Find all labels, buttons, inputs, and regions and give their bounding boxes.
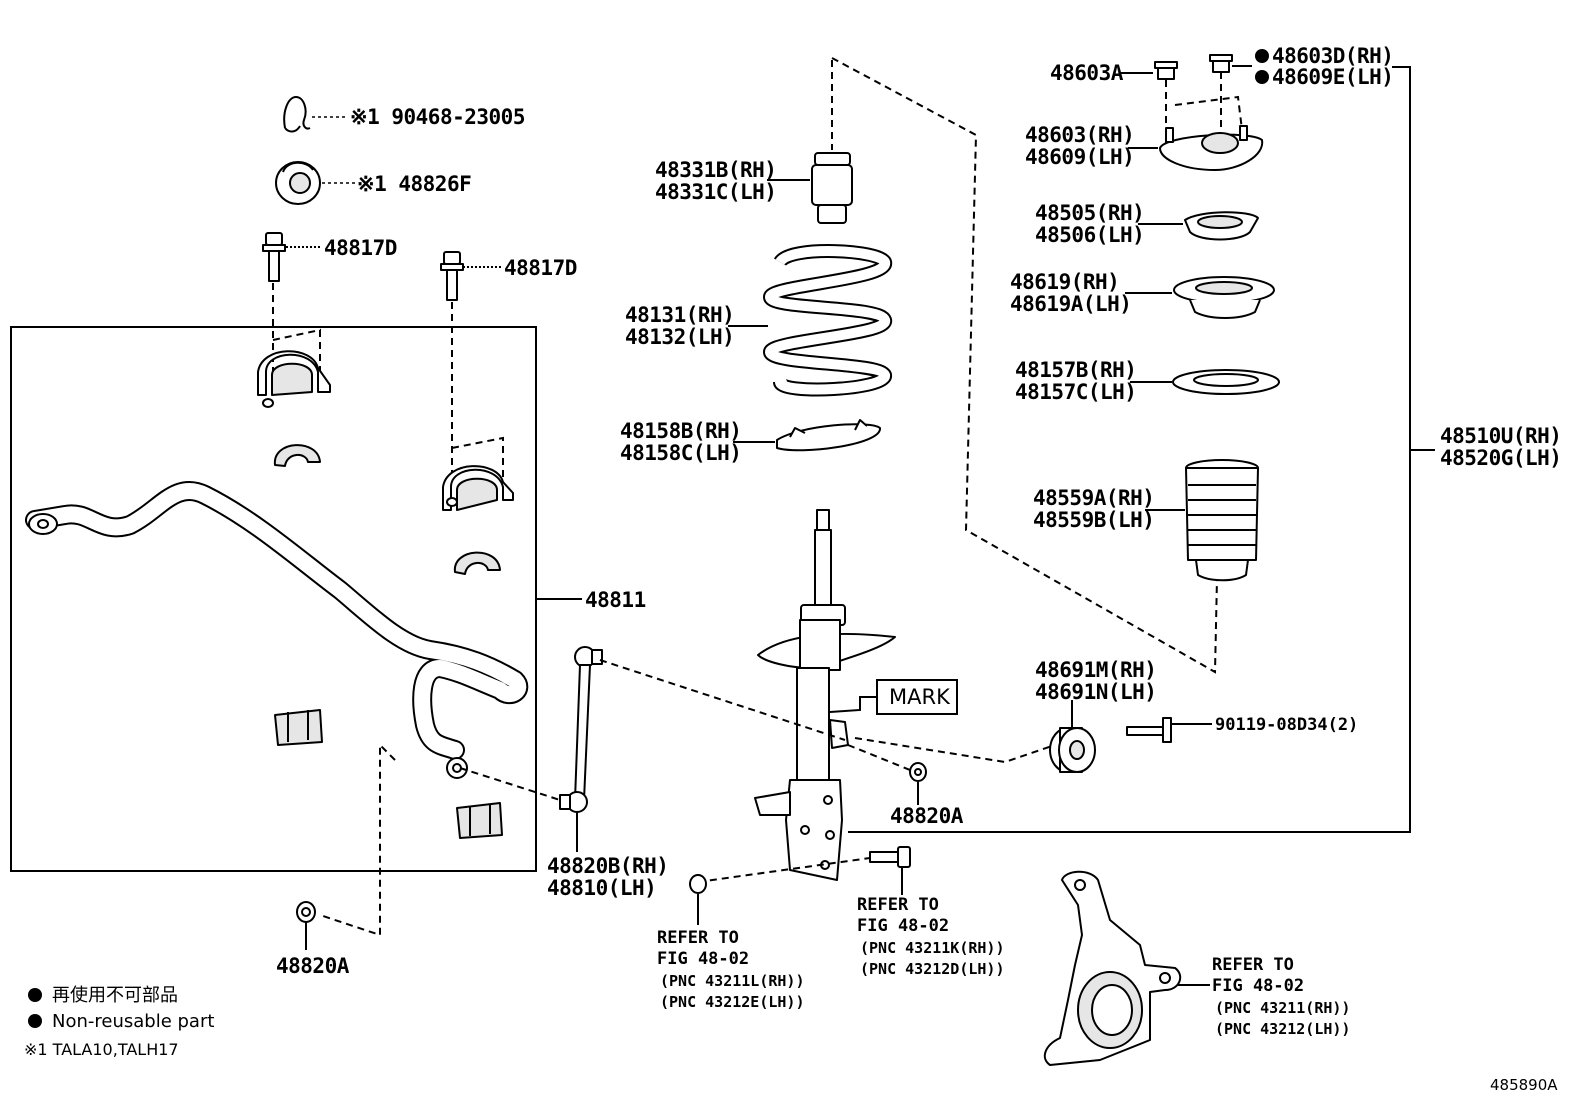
ref3-line4: (PNC 43212(LH)) xyxy=(1215,1020,1350,1038)
label-48603d: 48603D(RH) xyxy=(1272,44,1393,68)
stabilizer-bracket-icon xyxy=(442,465,514,511)
legend-dot-icon xyxy=(28,988,42,1002)
label-48820a-mid: 48820A xyxy=(890,804,964,828)
label-48157b: 48157B(RH) xyxy=(1015,358,1136,382)
coil-spring-icon xyxy=(762,244,892,397)
bolt-icon xyxy=(1126,717,1172,743)
stabilizer-group-box xyxy=(10,326,537,872)
ref3-line3: (PNC 43211(RH)) xyxy=(1215,999,1350,1017)
stabilizer-link-icon xyxy=(559,646,603,813)
label-48158c: 48158C(LH) xyxy=(620,441,741,465)
label-48691n: 48691N(LH) xyxy=(1035,680,1156,704)
label-48559b: 48559B(LH) xyxy=(1033,508,1154,532)
label-48820a-left: 48820A xyxy=(276,954,350,978)
label-48603a: 48603A xyxy=(1050,61,1124,85)
ref3-line1: REFER TO xyxy=(1212,955,1294,975)
non-reusable-dot-icon xyxy=(1255,49,1269,63)
label-48609-lh: 48609(LH) xyxy=(1025,145,1134,169)
ref3-line2: FIG 48-02 xyxy=(1212,976,1304,996)
bolt-icon xyxy=(869,846,911,868)
ref2-line3: (PNC 43211K(RH)) xyxy=(860,939,1005,957)
spring-insulator-icon xyxy=(776,419,881,452)
nut-icon xyxy=(909,762,927,782)
ref1-line4: (PNC 43212E(LH)) xyxy=(660,993,805,1011)
bushing-icon xyxy=(273,444,321,467)
label-48820b-rh: 48820B(RH) xyxy=(547,854,668,878)
label-48691m: 48691M(RH) xyxy=(1035,658,1156,682)
label-48158b: 48158B(RH) xyxy=(620,419,741,443)
label-48826f: ※1 48826F xyxy=(357,172,471,196)
ref1-line1: REFER TO xyxy=(657,928,739,948)
bolt-icon xyxy=(440,251,464,301)
figure-id: 485890A xyxy=(1490,1076,1558,1094)
legend-note: ※1 TALA10,TALH17 xyxy=(24,1040,179,1059)
label-48817d-right: 48817D xyxy=(504,256,577,280)
ref1-line2: FIG 48-02 xyxy=(657,949,749,969)
legend-en: Non-reusable part xyxy=(52,1011,214,1032)
label-48817d-left: 48817D xyxy=(324,236,397,260)
upper-mount-icon xyxy=(1159,125,1264,171)
strut-bushing-icon xyxy=(1049,727,1096,773)
mark-label: MARK xyxy=(889,685,951,709)
stabilizer-bracket-icon xyxy=(257,350,331,408)
clip-icon xyxy=(283,96,311,133)
upper-insulator-icon xyxy=(1184,211,1259,241)
label-90468-23005: ※1 90468-23005 xyxy=(350,105,525,129)
label-48505: 48505(RH) xyxy=(1035,201,1144,225)
retainer-icon xyxy=(456,802,503,839)
stabilizer-bar-icon xyxy=(25,480,529,779)
nut-icon xyxy=(1209,54,1233,73)
bump-stopper-icon xyxy=(811,152,853,224)
label-48810-lh: 48810(LH) xyxy=(547,876,656,900)
nut-icon xyxy=(689,874,707,894)
label-48510u: 48510U(RH) xyxy=(1440,424,1561,448)
label-48811: 48811 xyxy=(585,588,646,612)
spring-upper-seat-icon xyxy=(1173,276,1275,319)
bushing-icon xyxy=(453,551,501,575)
bushing-washer-icon xyxy=(275,161,321,205)
label-48609e: 48609E(LH) xyxy=(1272,65,1393,89)
label-48132: 48132(LH) xyxy=(625,325,734,349)
label-48131: 48131(RH) xyxy=(625,303,734,327)
label-48619: 48619(RH) xyxy=(1010,270,1119,294)
label-48559a: 48559A(RH) xyxy=(1033,486,1154,510)
retainer-icon xyxy=(274,709,323,746)
label-48331b: 48331B(RH) xyxy=(655,158,776,182)
nut-icon xyxy=(296,901,316,923)
label-90119: 90119-08D34(2) xyxy=(1215,715,1358,735)
ref2-line2: FIG 48-02 xyxy=(857,916,949,936)
label-48331c: 48331C(LH) xyxy=(655,180,776,204)
label-48506: 48506(LH) xyxy=(1035,223,1144,247)
shock-absorber-icon xyxy=(754,509,896,881)
non-reusable-dot-icon xyxy=(1255,70,1269,84)
ref1-line3: (PNC 43211L(RH)) xyxy=(660,972,805,990)
legend-jp: 再使用不可部品 xyxy=(52,985,178,1006)
nut-icon xyxy=(1154,61,1178,80)
label-48619a: 48619A(LH) xyxy=(1010,292,1131,316)
ref2-line1: REFER TO xyxy=(857,895,939,915)
ref2-line4: (PNC 43212D(LH)) xyxy=(860,960,1005,978)
label-48603-rh: 48603(RH) xyxy=(1025,123,1134,147)
bolt-icon xyxy=(262,232,286,282)
bearing-icon xyxy=(1172,369,1280,395)
label-48157c: 48157C(LH) xyxy=(1015,380,1136,404)
legend-dot-icon xyxy=(28,1014,42,1028)
steering-knuckle-icon xyxy=(1043,870,1182,1066)
label-48520g: 48520G(LH) xyxy=(1440,446,1561,470)
dust-boot-icon xyxy=(1185,459,1259,582)
